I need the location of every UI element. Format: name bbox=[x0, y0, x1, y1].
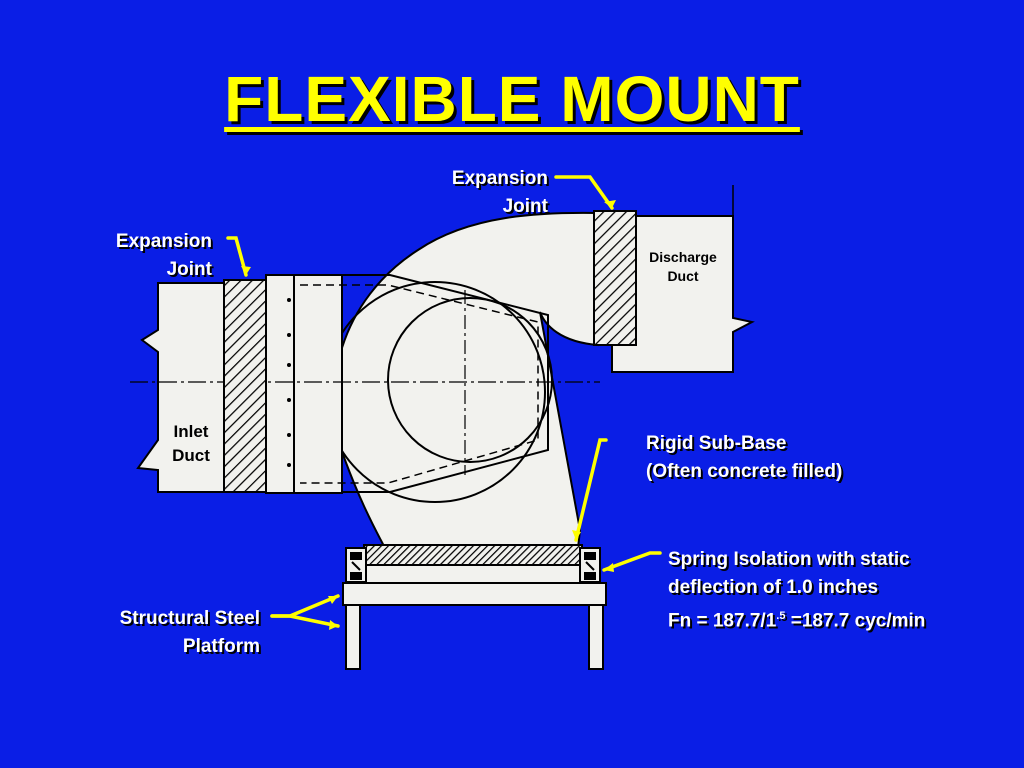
rigid-sub-base bbox=[363, 544, 583, 566]
expansion-joint-top bbox=[593, 210, 637, 346]
discharge-duct bbox=[611, 215, 755, 373]
inlet-box bbox=[293, 274, 343, 494]
label-expansion-joint-top: Expansion Joint bbox=[451, 168, 548, 217]
steel-platform-leg-left bbox=[345, 604, 361, 670]
arrow-expansion-joint-left bbox=[226, 236, 248, 277]
label-expansion-joint-left: Expansion Joint bbox=[115, 231, 212, 280]
label-discharge-duct: Discharge Duct bbox=[649, 249, 717, 284]
steel-platform-leg-right bbox=[588, 604, 604, 670]
inlet-flange bbox=[265, 274, 295, 494]
label-inlet-duct: Inlet Duct bbox=[172, 422, 210, 465]
spring-isolator-left bbox=[345, 547, 367, 583]
flange-bolts bbox=[287, 298, 291, 467]
spring-isolator-right bbox=[579, 547, 601, 583]
arrow-structural-steel-upper bbox=[270, 594, 340, 618]
label-rigid-sub-base: Rigid Sub-Base (Often concrete filled) bbox=[646, 433, 843, 482]
expansion-joint-left bbox=[223, 279, 267, 493]
arrow-expansion-joint-top bbox=[554, 175, 614, 210]
steel-platform-beam bbox=[342, 582, 607, 606]
fan-wheel-inner bbox=[387, 297, 553, 463]
label-structural-steel: Structural Steel Platform bbox=[119, 608, 260, 657]
arrow-spring-isolation bbox=[602, 551, 662, 572]
label-spring-isolation: Spring Isolation with static deflection … bbox=[668, 549, 926, 632]
arrow-structural-steel-lower bbox=[270, 614, 340, 628]
page-title: FLEXIBLE MOUNT bbox=[224, 63, 800, 135]
arrow-rigid-sub-base bbox=[574, 438, 608, 542]
